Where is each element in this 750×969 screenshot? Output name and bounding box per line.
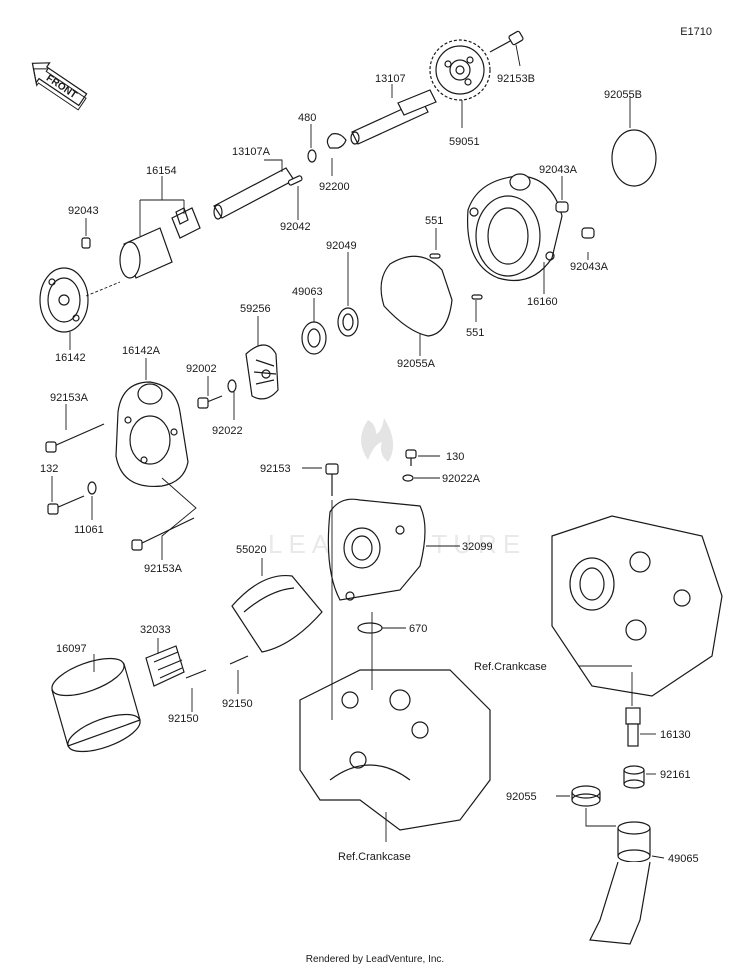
label-92049: 92049 xyxy=(326,240,357,252)
leader-lines xyxy=(51,44,665,859)
label-32033: 32033 xyxy=(140,624,171,636)
oil-filter-16097 xyxy=(51,657,141,753)
pin-92043A-bot xyxy=(581,227,595,239)
label-32099: 32099 xyxy=(462,541,493,553)
clip-92200 xyxy=(326,133,347,149)
shaft-13107 xyxy=(350,89,437,145)
label-670: 670 xyxy=(409,623,427,635)
label-480: 480 xyxy=(298,112,316,124)
label-59256: 59256 xyxy=(240,303,271,315)
collar-92161 xyxy=(623,765,645,789)
label-92022A: 92022A xyxy=(442,473,481,485)
bolt-92153B xyxy=(489,30,524,53)
label-13107A: 13107A xyxy=(232,146,271,158)
bolt-92153 xyxy=(325,463,339,496)
label-16154: 16154 xyxy=(146,165,177,177)
bolt-92150-a xyxy=(185,669,207,679)
label-92043: 92043 xyxy=(68,205,99,217)
fitting-16130 xyxy=(625,707,641,747)
bolt-92153A-top xyxy=(45,423,105,453)
footer-credit: Rendered by LeadVenture, Inc. xyxy=(306,954,444,965)
diagram-code: E1710 xyxy=(680,26,712,38)
label-92200: 92200 xyxy=(319,181,350,193)
strainer-49065 xyxy=(589,821,651,945)
gasket-92055A xyxy=(380,255,453,337)
label-92055A: 92055A xyxy=(397,358,436,370)
label-92153B: 92153B xyxy=(497,73,535,85)
label-16142A: 16142A xyxy=(122,345,161,357)
bearing-49063 xyxy=(301,321,327,355)
rotor-16154 xyxy=(119,207,201,279)
bolt-92153A-bot xyxy=(131,517,195,551)
label-16160: 16160 xyxy=(527,296,558,308)
label-92022: 92022 xyxy=(212,425,243,437)
pin-92043A-top xyxy=(555,201,569,213)
front-arrow-icon: FRONT xyxy=(31,62,88,111)
label-ref-crankcase-lower: Ref.Crankcase xyxy=(338,851,411,863)
label-92150-a: 92150 xyxy=(168,713,199,725)
label-ref-crankcase-right: Ref.Crankcase xyxy=(474,661,547,673)
label-13107: 13107 xyxy=(375,73,406,85)
label-551-top: 551 xyxy=(425,215,443,227)
label-92153: 92153 xyxy=(260,463,291,475)
housing-16160 xyxy=(466,173,563,282)
label-16130: 16130 xyxy=(660,729,691,741)
washer-11061 xyxy=(87,481,97,495)
label-92002: 92002 xyxy=(186,363,217,375)
label-92161: 92161 xyxy=(660,769,691,781)
pump-cover-16142 xyxy=(39,267,121,333)
label-92043A-top: 92043A xyxy=(539,164,578,176)
bolt-92002 xyxy=(197,395,223,409)
crankcase-lower xyxy=(299,669,491,831)
oring-670 xyxy=(357,622,383,634)
nipple-32033 xyxy=(145,645,185,687)
oring-92055 xyxy=(571,785,601,807)
label-16097: 16097 xyxy=(56,643,87,655)
pin-92043 xyxy=(81,237,91,249)
label-59051: 59051 xyxy=(449,136,480,148)
pin-92042 xyxy=(287,175,303,186)
sprocket-59051 xyxy=(429,39,491,101)
label-92153A-bot: 92153A xyxy=(144,563,183,575)
label-16142: 16142 xyxy=(55,352,86,364)
label-132: 132 xyxy=(40,463,58,475)
label-49065: 49065 xyxy=(668,853,699,865)
bolt-92150-b xyxy=(229,655,249,665)
label-92042: 92042 xyxy=(280,221,311,233)
filter-bracket-32099 xyxy=(327,498,426,601)
cover-55020 xyxy=(231,574,323,653)
part-labels: 92153B 92055B 59051 13107 480 92200 1310… xyxy=(40,73,699,865)
crankcase-upper-right xyxy=(551,515,723,697)
seal-92049 xyxy=(337,307,359,337)
label-92153A-top: 92153A xyxy=(50,392,89,404)
pin-480 xyxy=(307,149,317,163)
washer-92022A xyxy=(402,474,414,482)
bolt-130 xyxy=(405,449,417,466)
bolt-132 xyxy=(47,495,85,515)
label-92043A-bot: 92043A xyxy=(570,261,609,273)
oring-92055B xyxy=(611,129,657,187)
shaft-13107A xyxy=(213,167,295,220)
washer-92022 xyxy=(227,379,237,393)
label-130: 130 xyxy=(446,451,464,463)
label-551-bot: 551 xyxy=(466,327,484,339)
label-49063: 49063 xyxy=(292,286,323,298)
cover-16142A xyxy=(115,381,189,488)
impeller-59256 xyxy=(245,344,279,400)
pin-551-top xyxy=(429,253,441,259)
label-92055B: 92055B xyxy=(604,89,642,101)
label-92150-b: 92150 xyxy=(222,698,253,710)
pin-551-bot xyxy=(471,294,483,300)
label-11061: 11061 xyxy=(74,524,104,536)
label-92055: 92055 xyxy=(506,791,537,803)
label-55020: 55020 xyxy=(236,544,267,556)
